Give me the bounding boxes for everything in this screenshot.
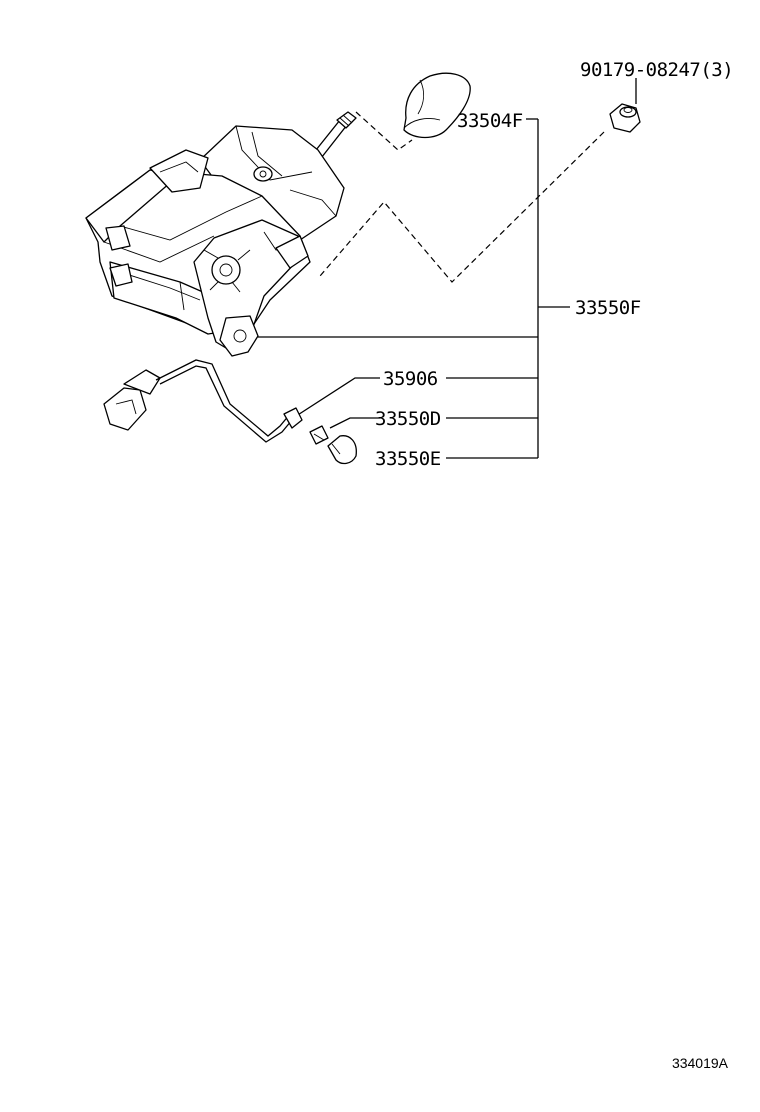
part-label-socket: 33550D [375,408,441,430]
dashed-assembly-lines [319,111,605,283]
part-label-bolt: 90179-08247(3) [580,59,733,81]
wire-harness [103,359,303,443]
bulb-socket [309,425,329,445]
part-label-harness: 35906 [383,368,438,390]
leader-lines [258,78,637,459]
bolt-nut [609,103,641,133]
part-label-assembly: 33550F [575,297,641,319]
bulb [327,435,357,465]
part-label-bulb: 33550E [375,448,441,470]
part-label-knob: 33504F [457,110,523,132]
shift-lever-assembly [85,111,357,357]
shift-knob [403,72,471,139]
figure-number: 334019A [672,1055,729,1071]
